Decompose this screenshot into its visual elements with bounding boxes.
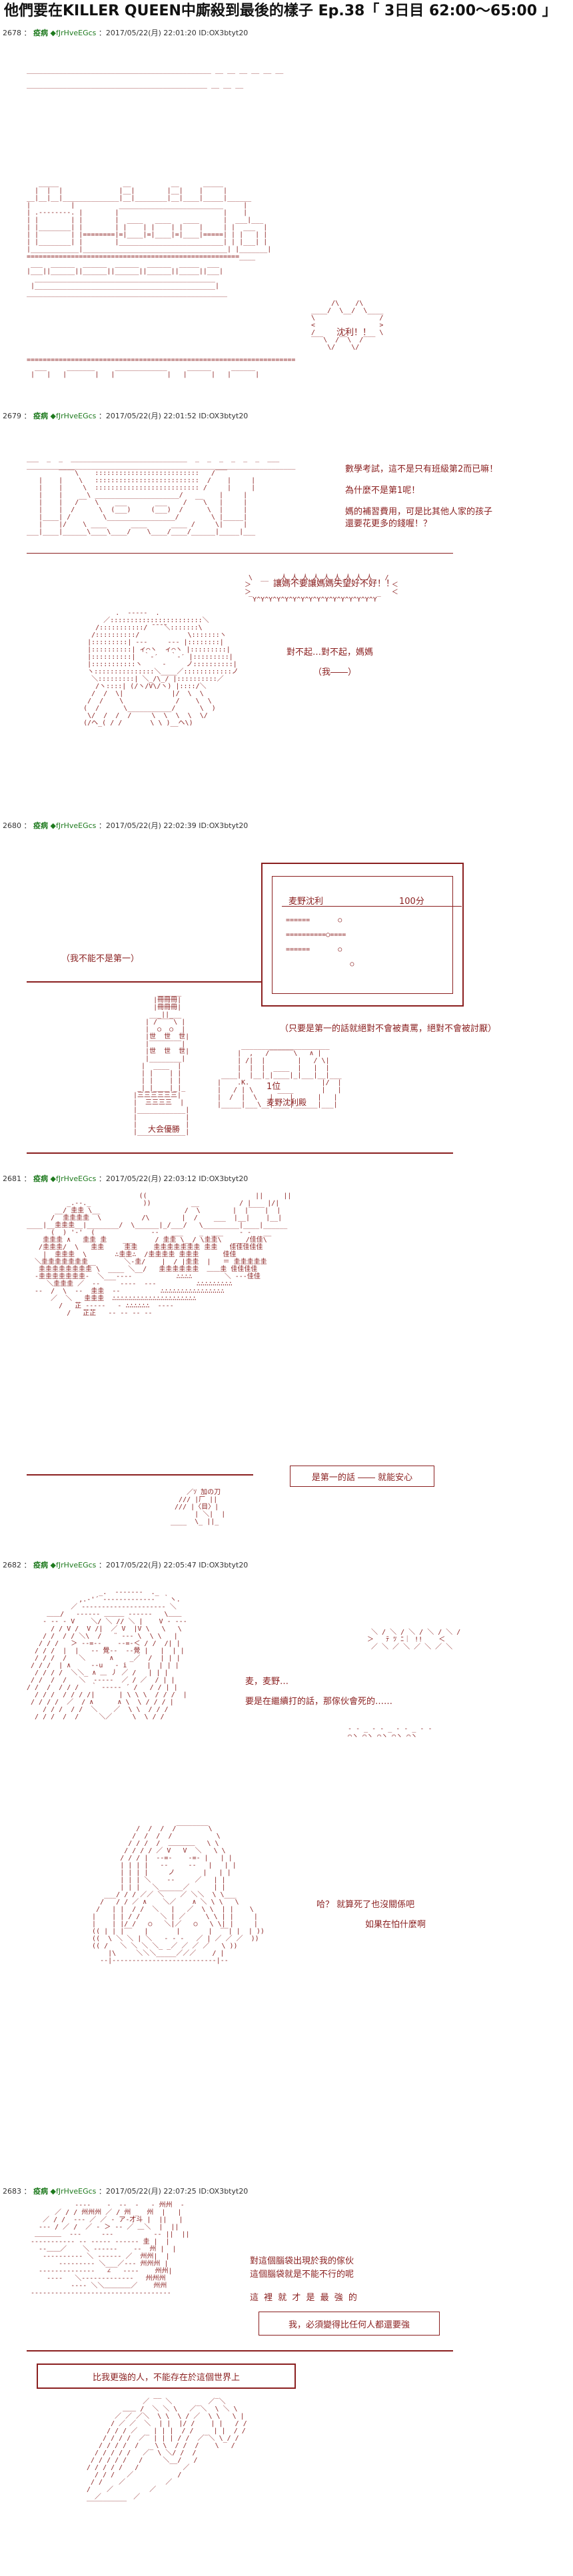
dialog-thought-2: （只要是第一的話就絕對不會被責罵，絕對不會被討厭）: [280, 1024, 497, 1034]
divider: [27, 553, 453, 554]
poster-name: 疫病: [33, 29, 48, 37]
dialog-mugino-5: 這 裡 就 才 是 最 強 的: [250, 2293, 358, 2303]
poster-trip: ◆fJrHveEGcs: [50, 412, 97, 420]
post-meta: ：2017/05/22(月) 22:01:52 ID:OX3btyt20: [98, 412, 249, 420]
post-number[interactable]: 2679: [3, 412, 21, 420]
shock-burst: ＼ / ＼ / ＼ / ＼ / ＼ / ＞ ﾃ ﾂ ﾆ｜ !! ＜ ／ ＼ ／ …: [367, 1629, 461, 1651]
post-header: 2680 ： 疫病 ◆fJrHveEGcs ：2017/05/22(月) 22:…: [3, 821, 249, 830]
poster-trip: ◆fJrHveEGcs: [50, 29, 97, 37]
post-meta: ：2017/05/22(月) 22:07:25 ID:OX3btyt20: [98, 2187, 249, 2196]
dialog-takitsubo-2: 要是在繼續打的話，那傢伙會死的……: [245, 1697, 393, 1707]
post-2679: 2679 ： 疫病 ◆fJrHveEGcs ：2017/05/22(月) 22:…: [0, 410, 573, 819]
post-header: 2681 ： 疫病 ◆fJrHveEGcs ：2017/05/22(月) 22:…: [3, 1174, 249, 1183]
divider: [27, 1474, 253, 1476]
ascii-art-hand: ／ｿ 加の刀 /// |厂 || /// |〈目〉| | ＼| | ____ \…: [171, 1489, 226, 1525]
dialog-shout: 沈利！！: [336, 328, 372, 338]
test-divider: [282, 906, 462, 907]
post-2681: 2681 ： 疫病 ◆fJrHveEGcs ：2017/05/22(月) 22:…: [0, 1172, 573, 1559]
ascii-art-trophy: ______ |冊冊冊| |冊冊冊| ___||___ | /‾‾‾‾\ | |…: [133, 989, 190, 1136]
ascii-art-mugino-angry: _. -‐‐‐‐‐- ._ ,.‐'´ ‐‐‐‐‐‐‐‐‐‐‐‐‐ ｀ヽ. ／ …: [27, 1589, 187, 1721]
post-header: 2682 ： 疫病 ◆fJrHveEGcs ：2017/05/22(月) 22:…: [3, 1561, 249, 1569]
test-student-name: 麦野沈利: [288, 897, 324, 907]
ascii-art-child: . -‐‐‐- . ／:::::::::::::::::::::::＼ /:::…: [83, 610, 239, 727]
poster-name: 疫病: [33, 412, 48, 420]
test-paper-inner: 麦野沈利 100分 ====== ○ ==========○==== =====…: [272, 876, 462, 994]
dialog-mugino-3: 對這個腦袋出現於我的傢伙: [250, 2256, 354, 2266]
trophy-label: 大会優勝: [148, 1124, 181, 1134]
poster-trip: ◆fJrHveEGcs: [50, 1561, 97, 1569]
post-meta: ：2017/05/22(月) 22:05:47 ID:OX3btyt20: [98, 1561, 249, 1569]
post-number[interactable]: 2680: [3, 821, 21, 830]
ascii-art-classroom: ________________________________________…: [27, 67, 284, 89]
dialog-takitsubo-1: 麦，麦野…: [245, 1677, 289, 1687]
divider: [27, 2350, 453, 2352]
test-answers: ====== ○ ==========○==== ====== ○ ○: [286, 917, 354, 968]
post-2680: 2680 ： 疫病 ◆fJrHveEGcs ：2017/05/22(月) 22:…: [0, 819, 573, 1172]
post-number[interactable]: 2682: [3, 1561, 21, 1569]
dialog-mother-3: 媽的補習費用，可是比其他人家的孩子: [345, 507, 493, 517]
test-score: 100分: [399, 897, 424, 907]
dialog-mother-4: 還要花更多的錢喔！？: [345, 519, 432, 529]
post-header: 2679 ： 疫病 ◆fJrHveEGcs ：2017/05/22(月) 22:…: [3, 412, 249, 420]
ascii-art-floor: ========================================…: [27, 356, 296, 378]
shout-burst: \ __ _人_人_人_人_人_人_人_人_人_ / ＞ ＜ ＞ ＜ ‾Y^Y^…: [245, 574, 398, 604]
post-header: 2683 ： 疫病 ◆fJrHveEGcs ：2017/05/22(月) 22:…: [3, 2187, 249, 2196]
divider: [27, 981, 267, 983]
narration-box-1: 我，必須變得比任何人都還要強: [259, 2312, 440, 2336]
dialog-mother-shout: 讓媽不要讓媽媽失望好不好！！: [273, 579, 395, 589]
ascii-art-room: _____ __ __ _____ | | | |__| |__| | | __…: [27, 180, 272, 297]
page-title: 他們要在KILLER QUEEN中廝殺到最後的樣子 Ep.38「 3日目 62:…: [4, 3, 557, 19]
poster-name: 疫病: [33, 821, 48, 830]
post-meta: ：2017/05/22(月) 22:01:20 ID:OX3btyt20: [98, 29, 249, 37]
test-paper: 麦野沈利 100分 ====== ○ ==========○==== =====…: [261, 863, 464, 1007]
dialog-mugino-2: 如果在怕什麼啊: [365, 1920, 426, 1930]
poster-name: 疫病: [33, 2187, 48, 2196]
poster-name: 疫病: [33, 1174, 48, 1183]
post-2683: 2683 ： 疫病 ◆fJrHveEGcs ：2017/05/22(月) 22:…: [0, 2185, 573, 2576]
post-number[interactable]: 2681: [3, 1174, 21, 1183]
post-meta: ：2017/05/22(月) 22:02:39 ID:OX3btyt20: [98, 821, 249, 830]
ascii-art-hand-reach: ／ ‾‾ ＼ ／‾＼ ＿＿ / ＼ ＼ \ ／‾＼ \ ＼ \ ／ ／ ／＼ \…: [87, 2398, 247, 2508]
post-number[interactable]: 2683: [3, 2187, 21, 2196]
poster-name: 疫病: [33, 1561, 48, 1569]
divider: [27, 1152, 453, 1154]
poster-trip: ◆fJrHveEGcs: [50, 2187, 97, 2196]
dialog-thought-1: （我不能不是第一）: [61, 954, 140, 964]
post-meta: ：2017/05/22(月) 22:03:12 ID:OX3btyt20: [98, 1174, 249, 1183]
post-2682: 2682 ： 疫病 ◆fJrHveEGcs ：2017/05/22(月) 22:…: [0, 1559, 573, 2185]
post-header: 2678 ： 疫病 ◆fJrHveEGcs ：2017/05/22(月) 22:…: [3, 29, 249, 37]
shout-burst: /\ /\ ____/ \__/ \____ \ / < > / \ ‾‾‾\ …: [311, 300, 384, 351]
ascii-art-mugino-calm: / / / /‾‾‾‾‾‾‾‾\ / / / / \ / / / / ＿＿＿＿ …: [92, 1825, 265, 1964]
poster-trip: ◆fJrHveEGcs: [50, 1174, 97, 1183]
dialog-mother-2: 為什麼不是第1呢！: [345, 486, 420, 496]
poster-trip: ◆fJrHveEGcs: [50, 821, 97, 830]
ascii-art-mugino-rage: ‐‐‐‐ ‐ ‐‐ ‐ ‐ 州州 ‐ ／ / / 州州州 ／ / 州 _ 州 |…: [31, 2202, 190, 2297]
ascii-art-podium: ______________________ | , /‾‾‾‾‾‾\ ∧ | …: [217, 1043, 342, 1108]
narration-box-2: 比我更強的人，不能存在於這個世界上: [37, 2363, 296, 2389]
worry-burst: ‐ ‐ _ ‐ ‐ _ ‐ ‐ _ ‐ ‐ ⌒ヽ ⌒ヽ ⌒ヽ ⌒ヽ ⌒ヽ: [348, 1725, 432, 1740]
trophy-rank: 1位: [267, 1082, 281, 1092]
post-number[interactable]: 2678: [3, 29, 21, 37]
dialog-mugino-4: 這個腦袋就是不能不行的呢: [250, 2270, 354, 2280]
narration-box: 是第一的話 ―― 就能安心: [290, 1466, 434, 1487]
dialog-mugino-1: 哈？ 就算死了也沒關係吧: [316, 1900, 415, 1910]
post-2678: 2678 ： 疫病 ◆fJrHveEGcs ：2017/05/22(月) 22:…: [0, 27, 573, 410]
dialog-mother-1: 數學考試，這不是只有班級第2而已嘛！: [345, 464, 498, 474]
trophy-plate: 麦野沈利殿: [267, 1098, 307, 1107]
ascii-art-crowd: (( || || _.‐‐._ )) __ / | |/| __/ 圭圭 \__…: [27, 1192, 292, 1317]
dialog-child-1: 對不起…對不起，媽媽: [286, 647, 374, 657]
dialog-child-2: （我――）: [313, 667, 357, 677]
ascii-art-mother: ___ _ _ _____________________________ _ …: [27, 455, 296, 536]
